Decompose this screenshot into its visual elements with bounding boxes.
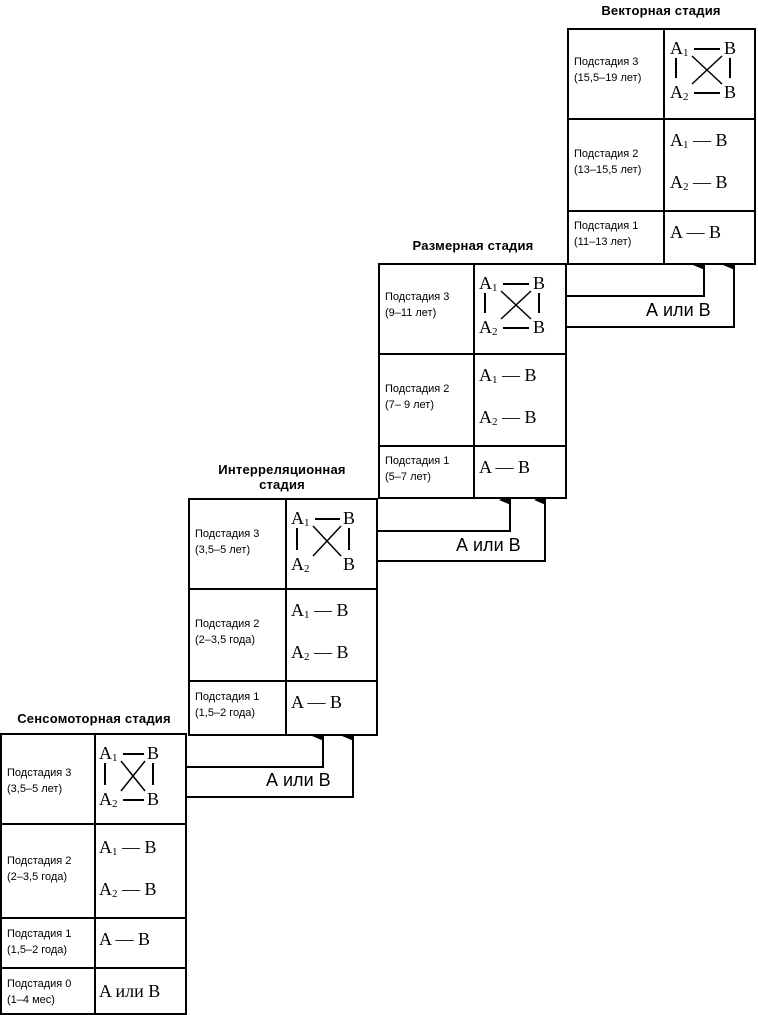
stage-title-dimensional: Размерная стадия	[412, 238, 534, 253]
pair-formula-line1: A1 — B	[479, 365, 537, 386]
substage-age: (3,5–5 лет)	[7, 783, 63, 795]
pair-formula-line1: A1 — B	[291, 600, 349, 621]
stage-title-vector: Векторная стадия	[601, 3, 721, 18]
substage-label: Подстадия 3	[385, 291, 450, 303]
stage-box-sensorimotor: Подстадия 3 (3,5–5 лет) A1 B A2 B Подста…	[0, 733, 187, 1015]
substage-row: Подстадия 2 (2–3,5 года) A1 — B A2 — B	[2, 823, 185, 917]
single-formula: A — B	[291, 692, 343, 712]
substage-age: (13–15,5 лет)	[574, 164, 642, 176]
substage-label: Подстадия 0	[7, 978, 72, 990]
single-formula: A — B	[479, 457, 531, 477]
pair-formula-line2: A2 — B	[479, 407, 537, 428]
pair-formula-line1: A1 — B	[670, 130, 728, 151]
substage-label: Подстадия 3	[7, 767, 72, 779]
substage-row: Подстадия 3 (3,5–5 лет) A1 B A2 B	[190, 500, 376, 588]
substage-age: (1–4 мес)	[7, 994, 55, 1006]
substage-row: Подстадия 2 (7– 9 лет) A1 — B A2 — B	[380, 353, 565, 445]
substage-age: (2–3,5 года)	[195, 634, 256, 646]
transition-label: А или В	[456, 535, 521, 555]
transition-arrow-outer	[566, 260, 735, 328]
stage-title-sensorimotor: Сенсомоторная стадия	[17, 711, 171, 726]
cross-formula: A1 B A2 B	[291, 508, 356, 575]
cross-formula: A1 B A2 B	[479, 273, 546, 338]
pair-formula-line2: A2 — B	[670, 172, 728, 193]
substage-label: Подстадия 1	[195, 691, 260, 703]
stage-box-interrelational: Подстадия 3 (3,5–5 лет) A1 B A2 B Подста…	[188, 498, 378, 736]
transition-arrow-outer	[186, 731, 354, 798]
substage-label: Подстадия 3	[574, 56, 639, 68]
stage-box-vector: Подстадия 3 (15,5–19 лет) A1 B A2 B Подс…	[567, 28, 756, 265]
substage-row: Подстадия 1 (11–13 лет) A — B	[569, 210, 754, 265]
transition-label: А или В	[266, 770, 331, 790]
stage-box-dimensional: Подстадия 3 (9–11 лет) A1 B A2 B Подстад…	[378, 263, 567, 499]
substage-label: Подстадия 1	[385, 455, 450, 467]
substage-label: Подстадия 3	[195, 528, 260, 540]
pair-formula-line2: A2 — B	[291, 642, 349, 663]
substage-row: Подстадия 0 (1–4 мес) A или B	[2, 967, 185, 1015]
or-formula: A или B	[99, 981, 161, 1001]
single-formula: A — B	[670, 222, 722, 242]
substage-row: Подстадия 3 (3,5–5 лет) A1 B A2 B	[2, 735, 185, 823]
substage-age: (9–11 лет)	[385, 307, 437, 319]
substage-age: (7– 9 лет)	[385, 399, 435, 411]
substage-age: (11–13 лет)	[574, 236, 632, 248]
substage-row: Подстадия 1 (5–7 лет) A — B	[380, 445, 565, 499]
transition-arrow-outer	[378, 495, 546, 562]
transition-arrow-inner	[566, 260, 705, 297]
substage-label: Подстадия 2	[385, 383, 450, 395]
transition-label: А или В	[646, 300, 711, 320]
substage-row: Подстадия 3 (15,5–19 лет) A1 B A2 B	[569, 30, 754, 118]
substage-row: Подстадия 2 (2–3,5 года) A1 — B A2 — B	[190, 588, 376, 680]
single-formula: A — B	[99, 929, 151, 949]
substage-label: Подстадия 2	[574, 148, 639, 160]
substage-age: (3,5–5 лет)	[195, 544, 251, 556]
substage-age: (5–7 лет)	[385, 471, 431, 483]
transition-arrow-inner	[186, 731, 324, 768]
substage-age: (1,5–2 года)	[7, 944, 68, 956]
substage-row: Подстадия 1 (1,5–2 года) A — B	[2, 917, 185, 967]
substage-label: Подстадия 2	[7, 855, 72, 867]
cross-formula: A1 B A2 B	[670, 38, 737, 103]
substage-label: Подстадия 1	[574, 220, 639, 232]
substage-age: (2–3,5 года)	[7, 871, 68, 883]
substage-label: Подстадия 1	[7, 928, 72, 940]
pair-formula-line1: A1 — B	[99, 837, 157, 858]
substage-age: (1,5–2 года)	[195, 707, 256, 719]
substage-row: Подстадия 2 (13–15,5 лет) A1 — B A2 — B	[569, 118, 754, 210]
cross-formula: A1 B A2 B	[99, 743, 160, 810]
substage-row: Подстадия 1 (1,5–2 года) A — B	[190, 680, 376, 736]
transition-arrow-inner	[378, 495, 511, 532]
stage-title-interrelational: Интерреляционная стадия	[218, 462, 346, 492]
substage-row: Подстадия 3 (9–11 лет) A1 B A2 B	[380, 265, 565, 353]
substage-age: (15,5–19 лет)	[574, 72, 642, 84]
substage-label: Подстадия 2	[195, 618, 260, 630]
pair-formula-line2: A2 — B	[99, 879, 157, 900]
